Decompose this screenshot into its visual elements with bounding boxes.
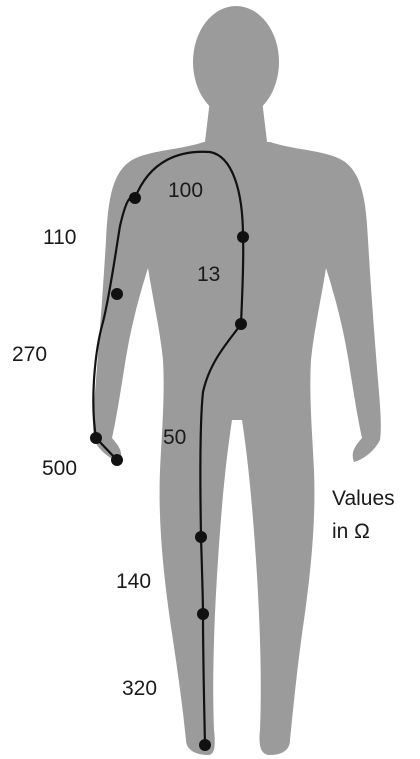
label-lower-leg: 320 <box>122 677 157 700</box>
units-note: Values in Ω <box>332 487 395 543</box>
node-hand <box>111 454 123 466</box>
label-trunk: 50 <box>163 426 186 449</box>
node-thigh <box>195 531 207 543</box>
units-note-line-1: Values <box>332 487 395 510</box>
units-note-line-2: in Ω <box>332 520 370 543</box>
label-hand: 500 <box>42 457 77 480</box>
node-knee <box>197 608 209 620</box>
label-upper-arm: 110 <box>43 226 76 249</box>
node-elbow <box>111 288 123 300</box>
node-chest-upper <box>237 231 249 243</box>
node-chest-lower <box>235 318 247 330</box>
label-shoulder-chest: 100 <box>168 179 203 202</box>
node-wrist <box>90 432 102 444</box>
node-shoulder <box>129 192 141 204</box>
body-outline <box>93 142 381 755</box>
label-chest: 13 <box>197 263 220 286</box>
label-forearm: 270 <box>12 343 47 366</box>
node-foot <box>199 739 211 751</box>
label-thigh: 140 <box>116 570 151 593</box>
human-silhouette <box>93 6 381 755</box>
